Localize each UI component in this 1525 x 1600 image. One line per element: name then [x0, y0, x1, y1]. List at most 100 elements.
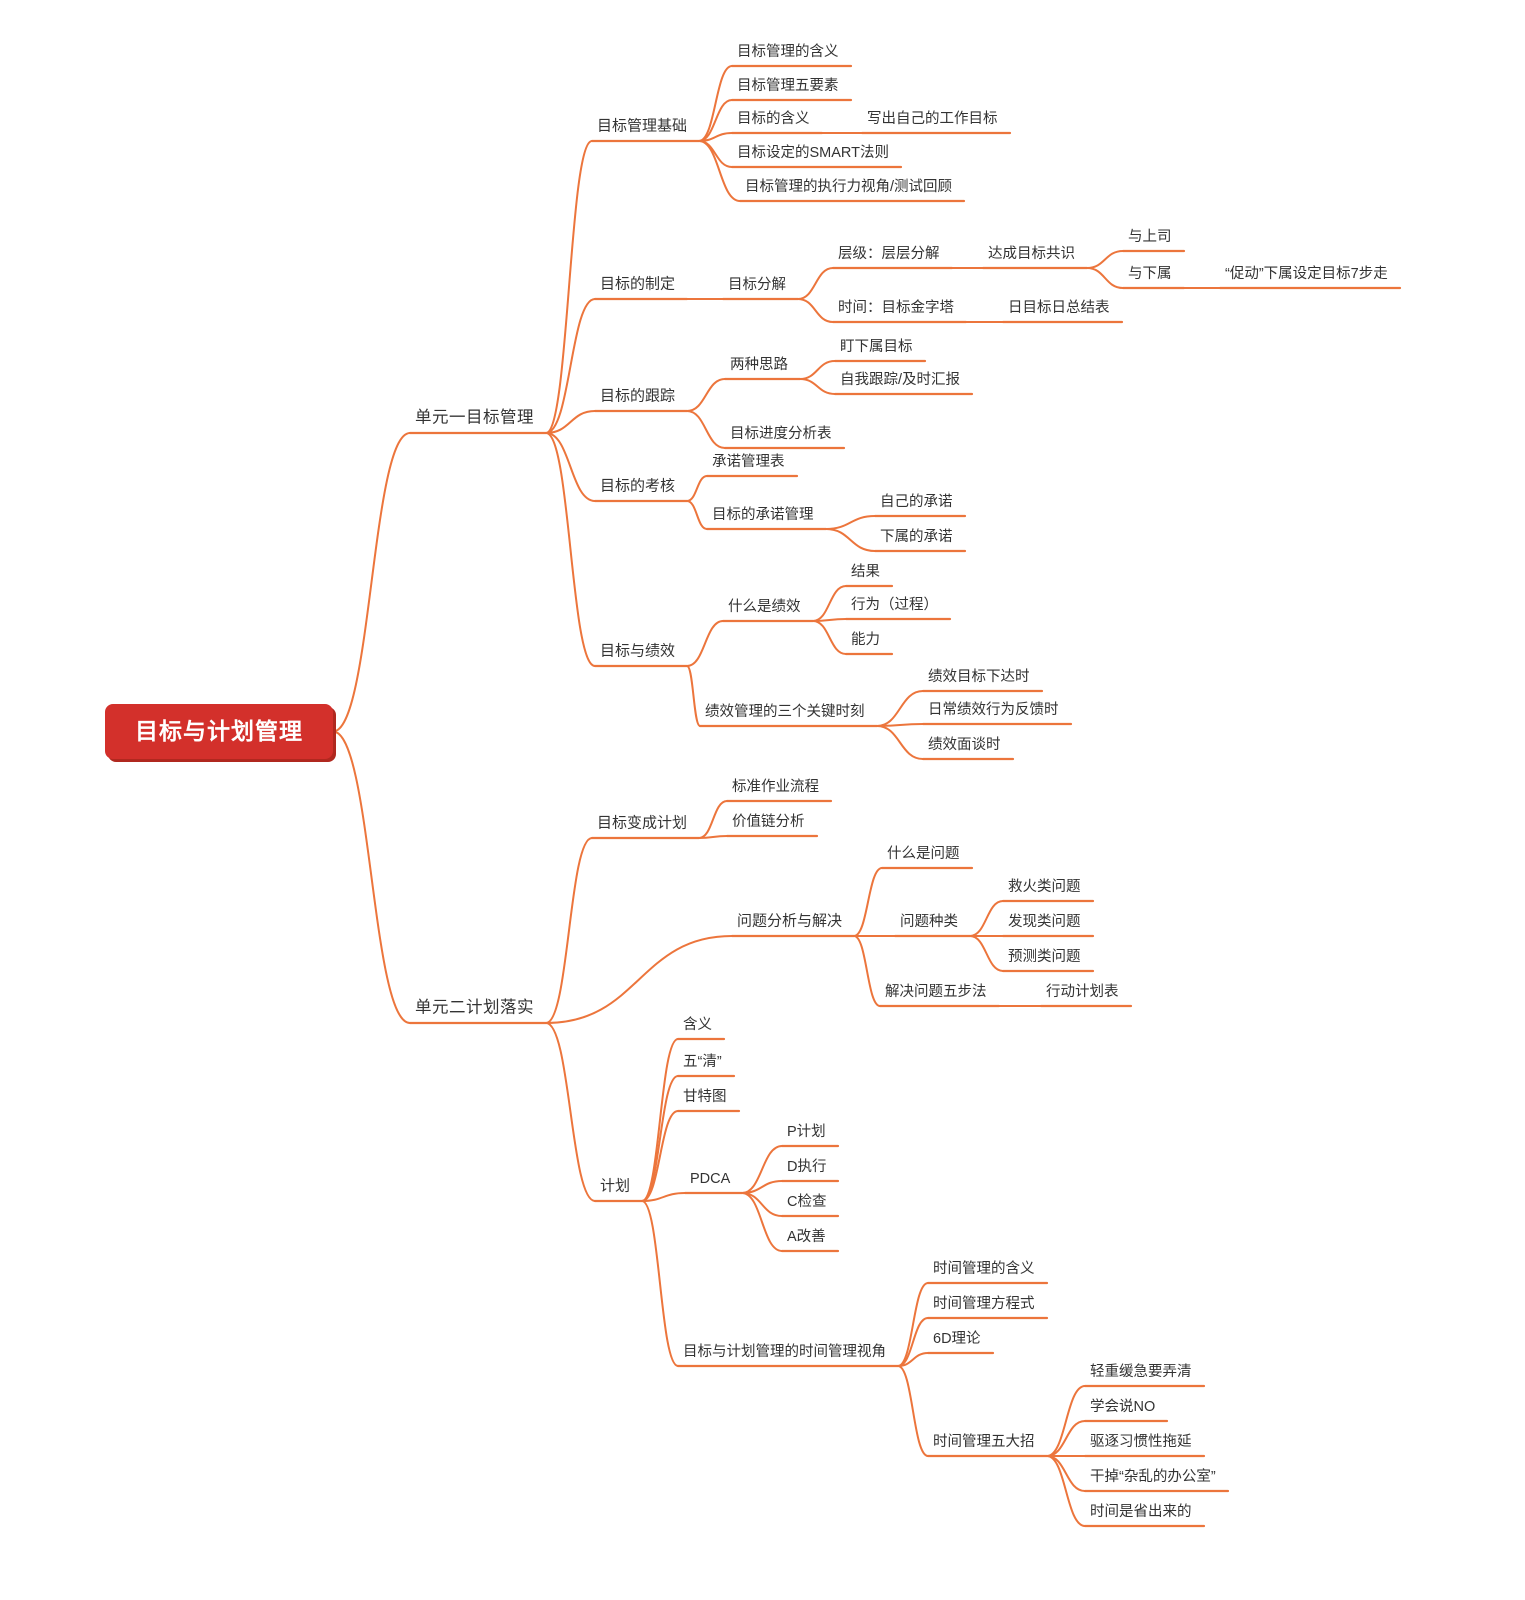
branch-line — [332, 432, 411, 733]
mindmap-node: 自我跟踪/及时汇报 — [840, 371, 961, 388]
mindmap-node: 目标设定的SMART法则 — [737, 144, 889, 161]
mindmap-node: 解决问题五步法 — [885, 983, 987, 1000]
mindmap-node: 绩效面谈时 — [928, 736, 1001, 753]
root-topic: 目标与计划管理 — [105, 704, 333, 759]
mindmap-node: 单元一目标管理 — [415, 408, 534, 427]
mindmap-node: 目标的承诺管理 — [712, 506, 814, 523]
mindmap-node: 干掉“杂乱的办公室” — [1090, 1468, 1216, 1485]
branch-line — [686, 620, 724, 667]
mindmap-node: 轻重缓急要弄清 — [1090, 1363, 1192, 1380]
mindmap-node: 单元二计划落实 — [415, 998, 534, 1017]
mindmap-node: 计划 — [600, 1177, 631, 1195]
mindmap-node: 目标管理五要素 — [737, 77, 839, 94]
mindmap-node: 问题种类 — [900, 913, 958, 930]
branch-line — [686, 475, 708, 502]
mindmap-node: 发现类问题 — [1008, 913, 1081, 930]
mindmap-node: 学会说NO — [1090, 1398, 1156, 1415]
branch-line — [545, 432, 596, 667]
branch-line — [797, 267, 834, 300]
branch-line — [1046, 1455, 1086, 1492]
mindmap-node: 价值链分析 — [732, 813, 805, 830]
mindmap-node: 问题分析与解决 — [737, 912, 843, 930]
branch-line — [641, 1110, 679, 1202]
branch-line — [698, 140, 733, 168]
mindmap-node: 什么是绩效 — [728, 598, 801, 615]
mindmap-node: 自己的承诺 — [880, 493, 953, 510]
mindmap-node: 目标管理的执行力视角/测试回顾 — [745, 178, 953, 195]
mindmap-node: 结果 — [851, 563, 880, 580]
branch-line — [812, 620, 847, 655]
branch-line — [1046, 1455, 1086, 1527]
branch-line — [545, 410, 596, 434]
mindmap-node: 目标管理基础 — [597, 117, 688, 135]
mindmap-node: PDCA — [690, 1170, 731, 1187]
mindmap-node: 时间管理方程式 — [933, 1295, 1035, 1312]
branch-line — [825, 515, 876, 530]
branch-line — [641, 1075, 679, 1202]
mindmap-node: 目标变成计划 — [597, 814, 688, 832]
branch-line — [897, 1352, 929, 1367]
mindmap-node: C检查 — [787, 1193, 827, 1210]
branch-line — [897, 1282, 929, 1367]
mindmap-node: 目标的含义 — [737, 110, 810, 127]
branch-line — [741, 1192, 783, 1217]
branch-line — [332, 730, 411, 1024]
mindmap-node: 行动计划表 — [1046, 983, 1119, 1000]
branch-line — [897, 1317, 929, 1367]
branch-line — [1046, 1420, 1086, 1457]
mindmap-node: 与上司 — [1128, 228, 1172, 245]
mindmap-node: 写出自己的工作目标 — [867, 110, 998, 127]
mindmap-node: 时间管理五大招 — [933, 1433, 1035, 1450]
mindmap-node: 时间是省出来的 — [1090, 1503, 1192, 1520]
mindmap-node: 下属的承诺 — [880, 528, 953, 545]
mindmap-node: 日目标日总结表 — [1008, 299, 1110, 316]
mindmap-node: 含义 — [683, 1016, 712, 1033]
mindmap-node: 救火类问题 — [1008, 878, 1081, 895]
mindmap-node: 目标与计划管理的时间管理视角 — [683, 1343, 886, 1360]
mindmap-node: 五“清” — [683, 1053, 722, 1070]
branch-line — [741, 1192, 783, 1252]
branch-line — [969, 935, 1004, 972]
branch-line — [897, 1365, 929, 1457]
branch-line — [876, 725, 924, 760]
branch-line — [797, 298, 834, 323]
mindmap-node: 达成目标共识 — [988, 245, 1075, 262]
branch-line — [1046, 1385, 1086, 1457]
branch-line — [698, 65, 733, 142]
mindmap-node: 时间：目标金字塔 — [838, 299, 954, 316]
branch-line — [545, 1022, 596, 1202]
mindmap-node: 日常绩效行为反馈时 — [928, 701, 1059, 718]
mindmap-node: 目标分解 — [728, 276, 786, 293]
mindmap-node: “促动”下属设定目标7步走 — [1225, 265, 1388, 282]
branch-line — [641, 1200, 679, 1367]
mindmap-node: 时间管理的含义 — [933, 1260, 1035, 1277]
branch-line — [686, 665, 701, 727]
branch-line — [641, 1038, 679, 1202]
mindmap-node: 甘特图 — [683, 1088, 727, 1105]
branch-line — [698, 800, 728, 839]
branch-line — [686, 410, 726, 449]
branch-line — [799, 360, 836, 380]
branch-line — [812, 585, 847, 622]
mindmap-node: 承诺管理表 — [712, 453, 785, 470]
branch-line — [545, 837, 593, 1024]
mindmap-node: 能力 — [851, 631, 880, 648]
mindmap-node: D执行 — [787, 1158, 827, 1175]
mindmap-node: 目标管理的含义 — [737, 43, 839, 60]
mindmap-node: 层级：层层分解 — [838, 245, 940, 262]
branch-line — [698, 140, 741, 202]
mindmap-node: 标准作业流程 — [732, 778, 819, 795]
mindmap-node: 目标进度分析表 — [730, 425, 832, 442]
branch-line — [969, 900, 1004, 937]
mindmap-node: 什么是问题 — [887, 845, 960, 862]
mindmap-node: 两种思路 — [730, 356, 788, 373]
branch-line — [545, 298, 596, 434]
branch-line — [641, 1192, 686, 1202]
mindmap-node: 驱逐习惯性拖延 — [1090, 1433, 1192, 1450]
mindmap-node: 目标的考核 — [600, 477, 676, 495]
branch-line — [545, 140, 593, 434]
branch-line — [853, 867, 883, 937]
mindmap-node: 6D理论 — [933, 1330, 981, 1347]
mindmap-node: 与下属 — [1128, 265, 1172, 282]
